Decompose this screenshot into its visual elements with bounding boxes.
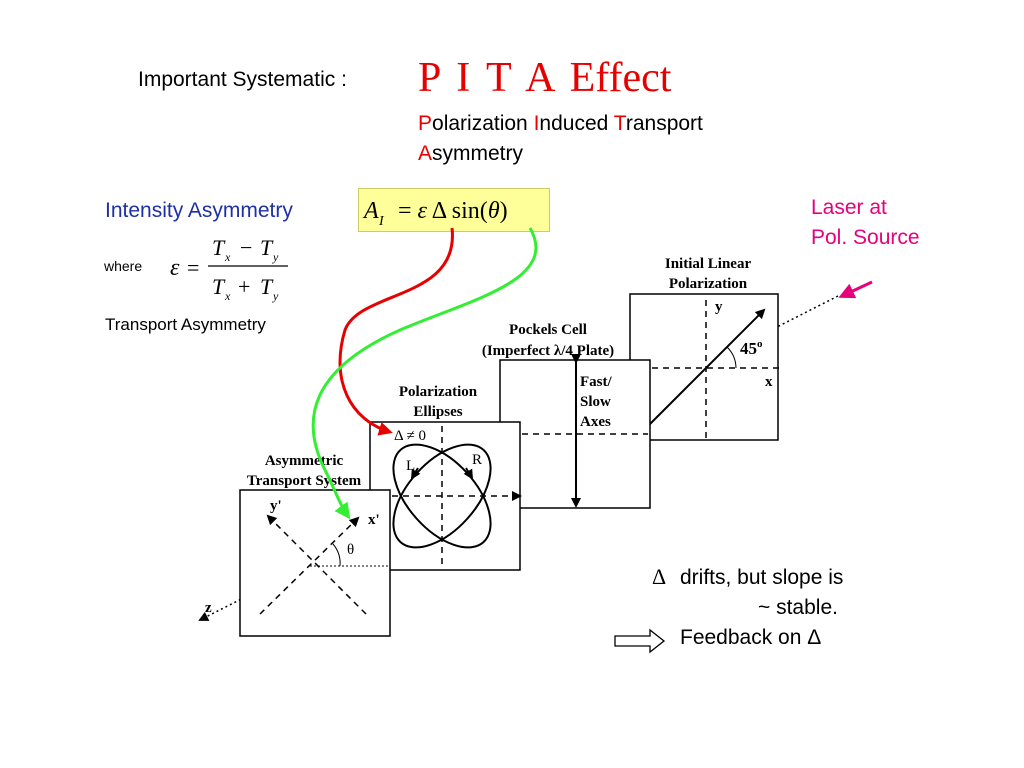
pockels-axes-3: Axes	[580, 414, 611, 430]
x-prime-axis	[259, 516, 360, 615]
epsilon-formula: ε = T x − T y T x + T y	[170, 235, 288, 303]
initial-a: A	[418, 142, 433, 165]
transport-asymmetry-label: Transport Asymmetry	[105, 315, 266, 334]
pita-expansion-line2: Asymmetry	[418, 142, 523, 166]
angle-value: 45	[740, 339, 757, 358]
transport-title-1: Asymmetric	[265, 453, 344, 469]
initial-title-2: Polarization	[669, 276, 748, 292]
svg-text:T: T	[212, 274, 226, 299]
intensity-formula: A I = ε Δ sin(θ)	[362, 198, 508, 229]
word-nduced: nduced	[539, 112, 614, 135]
svg-text:+: +	[238, 274, 250, 299]
initial-polarization-box: y x 45o Initial Linear Polarization	[629, 256, 780, 441]
initial-t: T	[613, 112, 626, 135]
svg-text:x: x	[224, 289, 231, 303]
feedback-hollow-arrow	[614, 628, 666, 654]
transport-x-label: x'	[368, 512, 380, 528]
initial-title-1: Initial Linear	[665, 256, 752, 272]
feedback-note: Feedback on Δ	[680, 626, 822, 649]
svg-text:−: −	[240, 235, 252, 260]
word-symmetry: symmetry	[432, 142, 524, 165]
red-connector-arrow	[338, 227, 454, 436]
where-label: where	[104, 258, 143, 274]
svg-text:T: T	[260, 235, 274, 260]
y-prime-axis	[266, 514, 367, 615]
pita-expansion-line1: Polarization Induced Transport	[418, 112, 703, 136]
ellipse-R-label: R	[472, 452, 482, 468]
initial-y-label: y	[715, 299, 723, 315]
polarization-ellipses-box: L R Δ ≠ 0 Polarization Ellipses	[369, 384, 522, 571]
ellipse-title-1: Polarization	[399, 384, 478, 400]
svg-text:=: =	[187, 255, 199, 280]
svg-text:T: T	[260, 274, 274, 299]
angle-45-label: 45o	[740, 338, 763, 358]
pockels-cell-box: Fast/ Slow Axes Pockels Cell (Imperfect …	[482, 322, 651, 509]
initial-x-label: x	[765, 374, 773, 390]
svg-text:ε: ε	[170, 255, 180, 281]
intensity-asymmetry-label: Intensity Asymmetry	[105, 199, 293, 222]
transport-y-label: y'	[270, 498, 282, 514]
svg-text:A: A	[362, 198, 379, 224]
title-prefix: Important Systematic :	[138, 68, 347, 91]
theta-label: θ	[347, 542, 354, 558]
svg-text:x: x	[224, 250, 231, 264]
pockels-title-1: Pockels Cell	[509, 322, 587, 338]
angle-degree: o	[757, 338, 763, 350]
svg-text:I: I	[378, 214, 385, 229]
laser-source-label: Laser at Pol. Source	[811, 196, 920, 249]
pockels-title-2: (Imperfect λ/4 Plate)	[482, 343, 614, 359]
initial-p: P	[418, 112, 433, 135]
green-connector-arrow	[311, 227, 538, 520]
word-olarization: olarization	[432, 112, 534, 135]
ellipse-title-2: Ellipses	[413, 404, 462, 420]
pockels-axes-1: Fast/	[580, 374, 612, 390]
ellipse-L-label: L	[406, 458, 415, 474]
drift-note-line1: drifts, but slope is	[680, 566, 844, 589]
page-title: P I T A Effect	[418, 55, 672, 101]
delta-symbol: Δ	[652, 564, 666, 589]
svg-text:= ε Δ sin(θ): = ε Δ sin(θ)	[398, 198, 508, 224]
transport-title-2: Transport System	[247, 473, 362, 489]
polarization-vector	[640, 308, 766, 434]
pockels-axes-2: Slow	[580, 394, 611, 410]
word-ransport: ransport	[625, 112, 703, 135]
asymmetry-formula-box	[358, 188, 550, 232]
svg-text:y: y	[272, 250, 279, 264]
z-axis-label: z	[205, 600, 212, 616]
svg-text:T: T	[212, 235, 226, 260]
svg-text:y: y	[272, 289, 279, 303]
drift-note-line2: ~ stable.	[758, 596, 838, 619]
initial-i: I	[533, 112, 540, 135]
laser-pointer-arrow	[838, 280, 873, 299]
delta-neq-label: Δ ≠ 0	[394, 428, 426, 444]
transport-system-box: y' x' θ Asymmetric Transport System	[239, 453, 391, 637]
